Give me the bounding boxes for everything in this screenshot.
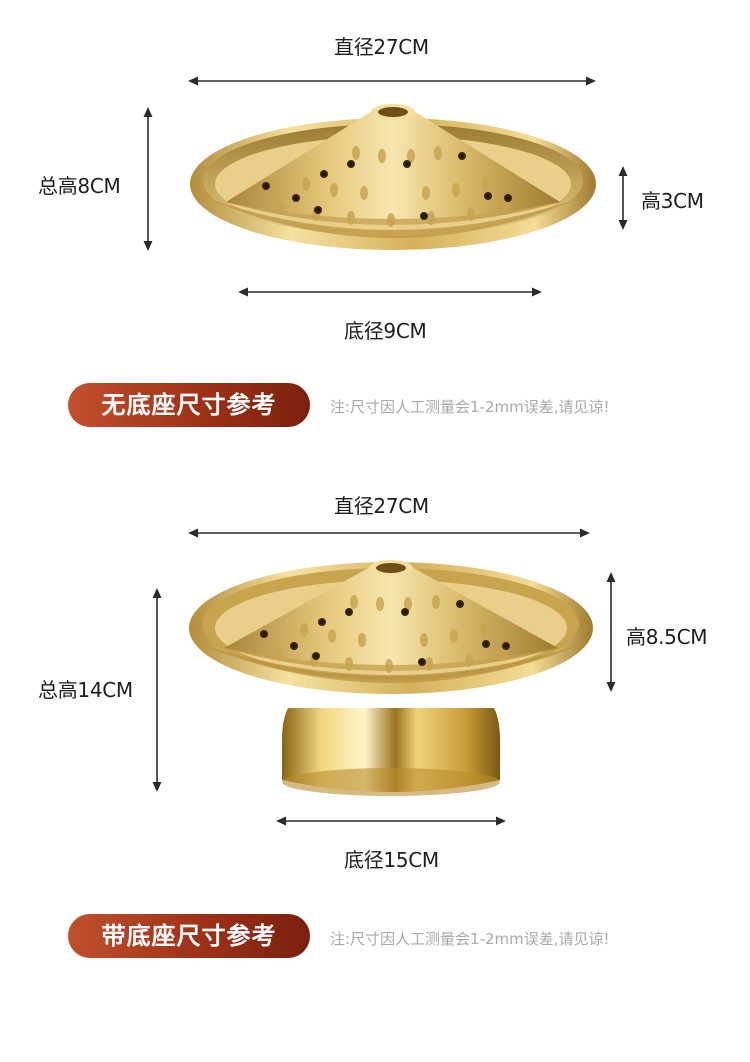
total-height-label: 总高8CM xyxy=(38,174,121,198)
diameter-label: 直径27CM xyxy=(334,494,429,518)
gold-hotpot-steamer-tray-icon xyxy=(190,104,596,250)
base-diameter-arrow-icon xyxy=(238,287,542,297)
section-title-badge: 无底座尺寸参考 xyxy=(68,383,310,427)
base-diameter-label: 底径15CM xyxy=(344,848,439,872)
diameter-arrow-icon xyxy=(188,76,596,86)
section-title-badge: 带底座尺寸参考 xyxy=(68,914,310,958)
diameter-label: 直径27CM xyxy=(334,35,429,59)
total-height-arrow-icon xyxy=(143,107,153,251)
base-diameter-arrow-icon xyxy=(276,816,506,826)
height-label: 高3CM xyxy=(641,189,704,213)
height-label: 高8.5CM xyxy=(626,625,708,649)
total-height-label: 总高14CM xyxy=(38,678,133,702)
diameter-arrow-icon xyxy=(188,528,590,538)
gold-hotpot-steamer-with-base-icon xyxy=(189,560,593,796)
total-height-arrow-icon xyxy=(152,588,162,792)
measurement-note: 注:尺寸因人工测量会1-2mm误差,请见谅! xyxy=(330,398,610,416)
measurement-note: 注:尺寸因人工测量会1-2mm误差,请见谅! xyxy=(330,930,610,948)
base-diameter-label: 底径9CM xyxy=(344,319,427,343)
height-arrow-icon xyxy=(618,166,628,230)
height-arrow-icon xyxy=(606,572,616,692)
